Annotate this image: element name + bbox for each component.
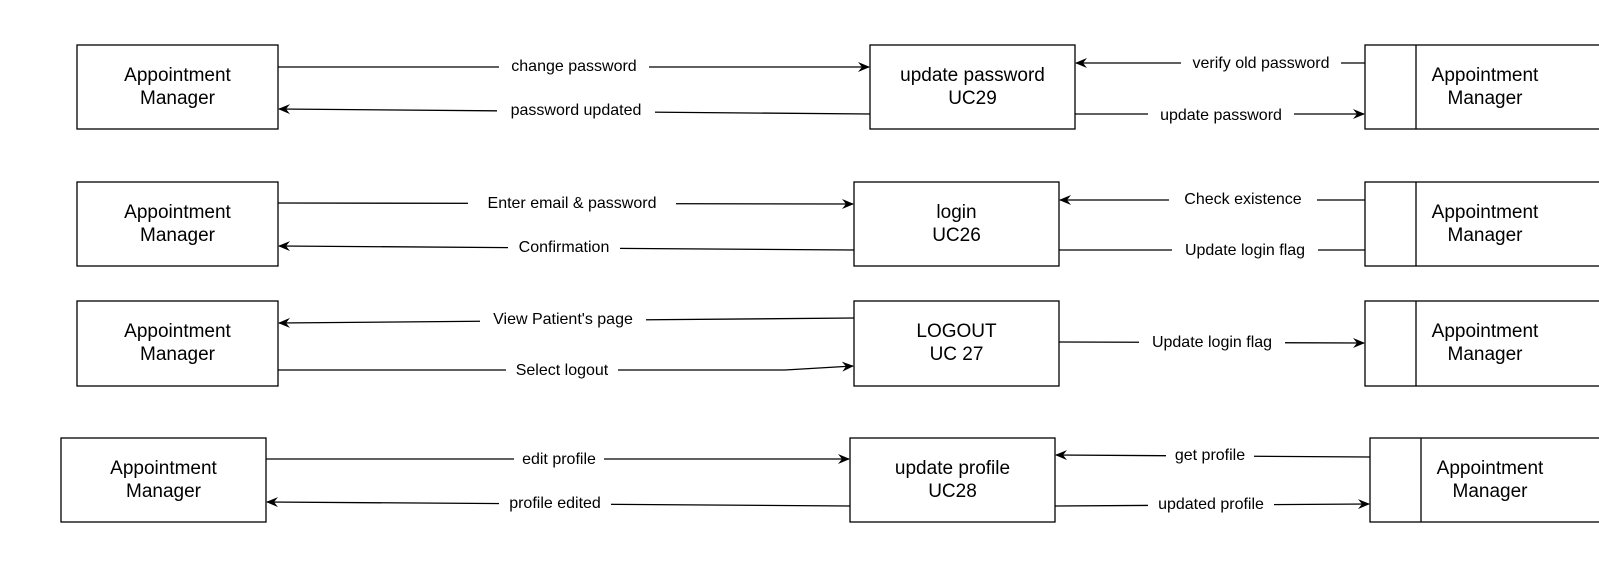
- flow-label: Confirmation: [519, 239, 610, 256]
- flow-label: change password: [511, 58, 636, 75]
- flow-label: verify old password: [1193, 55, 1330, 72]
- store-label-line-1: Appointment: [1437, 458, 1544, 479]
- external-entity-left[interactable]: Appointment Manager: [76, 300, 279, 387]
- process-title: update profile: [895, 458, 1010, 479]
- data-store-right[interactable]: Appointment Manager: [1364, 44, 1599, 130]
- process-title: login: [936, 202, 976, 223]
- entity-label-line-1: Appointment: [124, 202, 231, 223]
- store-label-line-2: Manager: [1448, 88, 1524, 109]
- data-store-right[interactable]: Appointment Manager: [1369, 437, 1599, 523]
- process-id: UC 27: [930, 344, 984, 365]
- process-update-password[interactable]: update password UC29: [869, 44, 1076, 130]
- process-title: LOGOUT: [916, 321, 997, 342]
- flow-label: get profile: [1175, 447, 1245, 464]
- data-store-right[interactable]: Appointment Manager: [1364, 300, 1599, 387]
- flow-label: View Patient's page: [493, 311, 633, 328]
- process-id: UC28: [928, 481, 977, 502]
- store-label-line-1: Appointment: [1432, 321, 1539, 342]
- external-entity-left[interactable]: Appointment Manager: [76, 44, 279, 130]
- row-login: Appointment Manager login UC26 Appointme…: [76, 181, 1599, 267]
- process-id: UC29: [948, 88, 997, 109]
- process-logout[interactable]: LOGOUT UC 27: [853, 300, 1060, 387]
- process-title: update password: [900, 65, 1045, 86]
- entity-label-line-2: Manager: [140, 344, 216, 365]
- store-label-line-1: Appointment: [1432, 202, 1539, 223]
- process-update-profile[interactable]: update profile UC28: [849, 437, 1056, 523]
- flow-label: profile edited: [509, 495, 601, 512]
- store-label-line-2: Manager: [1453, 481, 1529, 502]
- flow-label: updated profile: [1158, 496, 1264, 513]
- flow-label: Check existence: [1184, 191, 1301, 208]
- entity-label-line-2: Manager: [140, 88, 216, 109]
- row-update-password: Appointment Manager update password UC29…: [76, 44, 1599, 130]
- flow-label: update password: [1160, 107, 1282, 124]
- entity-label-line-2: Manager: [140, 225, 216, 246]
- flow-label: Select logout: [516, 362, 609, 379]
- flow-label: Enter email & password: [488, 195, 657, 212]
- row-update-profile: Appointment Manager update profile UC28 …: [60, 437, 1599, 523]
- entity-label-line-1: Appointment: [124, 321, 231, 342]
- entity-label-line-2: Manager: [126, 481, 202, 502]
- flow-label: Update login flag: [1185, 242, 1305, 259]
- flow-arrow-left-to-process: [278, 361, 854, 372]
- store-label-line-2: Manager: [1448, 225, 1524, 246]
- data-store-right[interactable]: Appointment Manager: [1364, 181, 1599, 267]
- store-label-line-1: Appointment: [1432, 65, 1539, 86]
- store-label-line-2: Manager: [1448, 344, 1524, 365]
- external-entity-left[interactable]: Appointment Manager: [76, 181, 279, 267]
- flow-label: Update login flag: [1152, 334, 1272, 351]
- external-entity-left[interactable]: Appointment Manager: [60, 437, 267, 523]
- process-id: UC26: [932, 225, 981, 246]
- process-login[interactable]: login UC26: [853, 181, 1060, 267]
- flow-label: password updated: [511, 102, 642, 119]
- flow-label: edit profile: [522, 451, 596, 468]
- entity-label-line-1: Appointment: [110, 458, 217, 479]
- entity-label-line-1: Appointment: [124, 65, 231, 86]
- row-logout: Appointment Manager LOGOUT UC 27 Appoint…: [76, 300, 1599, 387]
